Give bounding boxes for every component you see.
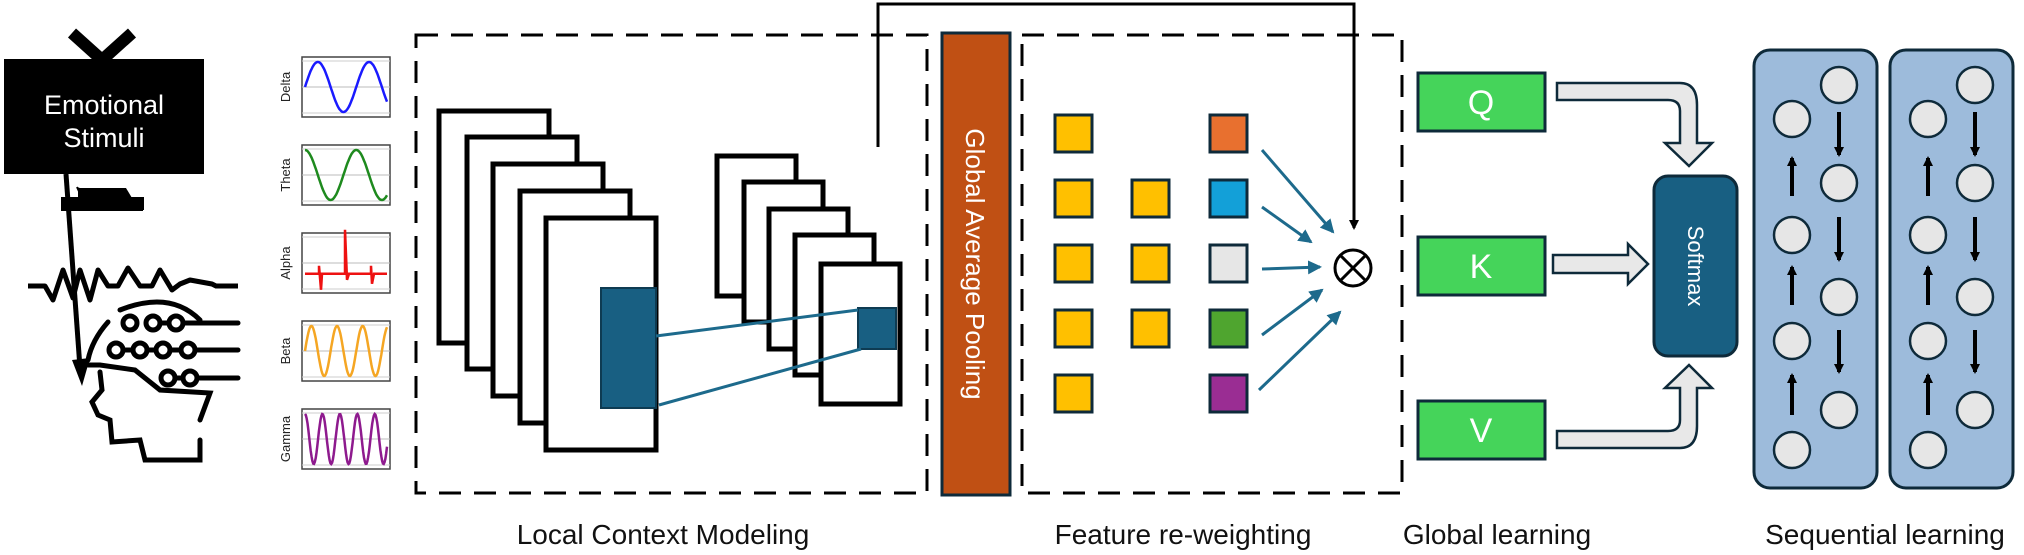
weight-square xyxy=(1208,113,1249,154)
sequence-node xyxy=(1955,163,1995,203)
eeg-waveform xyxy=(303,324,389,378)
block-q: Q xyxy=(1416,71,1547,133)
feature-square xyxy=(1053,308,1094,349)
sequence-node xyxy=(1908,215,1948,255)
stimulus-label-line2: Stimuli xyxy=(63,123,144,153)
sequence-node xyxy=(1955,390,1995,430)
eeg-waveform xyxy=(303,411,389,467)
eeg-band-label: Beta xyxy=(278,337,293,365)
block-label: Q xyxy=(1468,84,1494,122)
projection-line-bottom xyxy=(658,347,862,407)
block-label: K xyxy=(1470,248,1493,286)
eeg-waveform xyxy=(304,148,389,202)
eeg-band-delta: Delta xyxy=(278,56,391,118)
eeg-band-alpha: Alpha xyxy=(278,229,391,294)
sequence-node xyxy=(1772,321,1812,361)
eeg-waveform xyxy=(305,229,387,290)
sequence-node xyxy=(1908,321,1948,361)
eeg-band-beta: Beta xyxy=(278,320,391,382)
local-context-box xyxy=(414,33,929,495)
softmax-label: Softmax xyxy=(1683,226,1708,307)
sequence-node xyxy=(1772,99,1812,139)
feature-square xyxy=(1053,113,1094,154)
sequence-node xyxy=(1819,65,1859,105)
block-k: K xyxy=(1416,235,1547,297)
sequence-node xyxy=(1955,65,1995,105)
gap-label: Global Average Pooling xyxy=(960,128,990,399)
sequential-panels xyxy=(1752,48,2015,490)
projection-line-top xyxy=(655,308,859,338)
feature-square xyxy=(1053,178,1094,219)
stimulus-label-line1: Emotional xyxy=(44,90,164,120)
pooled-feature-square xyxy=(1130,243,1171,284)
receptive-field-small xyxy=(857,307,897,350)
qkv-blocks: Q K V xyxy=(1416,71,1547,461)
feature-square xyxy=(1053,243,1094,284)
stimulus-arrow xyxy=(63,173,83,369)
eeg-wave-icon xyxy=(28,265,238,303)
eeg-band-label: Alpha xyxy=(278,246,293,280)
sequence-node xyxy=(1772,430,1812,470)
skip-connection-arrow xyxy=(876,2,1359,230)
k-arrow xyxy=(1551,240,1650,288)
weight-square xyxy=(1208,178,1249,219)
block-label: V xyxy=(1470,412,1493,450)
sequence-node xyxy=(1908,99,1948,139)
feature-square xyxy=(1053,373,1094,414)
weight-square xyxy=(1208,373,1249,414)
weight-square xyxy=(1208,308,1249,349)
eeg-band-label: Delta xyxy=(278,71,293,102)
pooled-feature-square xyxy=(1130,178,1171,219)
lstm-panel-1 xyxy=(1752,48,1879,490)
tv-antenna-icon xyxy=(67,28,137,69)
sequence-node xyxy=(1819,163,1859,203)
sequence-node xyxy=(1819,390,1859,430)
conv-feature-maps-small xyxy=(714,153,903,407)
eeg-waveform xyxy=(303,60,389,114)
tv-screen xyxy=(4,59,204,174)
sequence-node xyxy=(1772,215,1812,255)
weight-square xyxy=(1208,243,1249,284)
sequence-node xyxy=(1819,277,1859,317)
sequence-node xyxy=(1955,277,1995,317)
v-arrow xyxy=(1555,363,1716,450)
global-average-pooling-bar xyxy=(940,31,1012,497)
section-label-local: Local Context Modeling xyxy=(517,519,810,550)
feature-reweighting-box xyxy=(1020,33,1404,495)
weight-arrows xyxy=(1257,149,1342,392)
sequence-node xyxy=(1908,430,1948,470)
section-label-sequential: Sequential learning xyxy=(1765,519,2005,550)
softmax-block xyxy=(1652,174,1739,358)
qkv-arrows xyxy=(1551,81,1716,450)
block-v: V xyxy=(1416,399,1547,461)
eeg-band-theta: Theta xyxy=(278,144,391,206)
eeg-band-label: Gamma xyxy=(278,415,293,462)
pooled-feature-square xyxy=(1130,308,1171,349)
lstm-panel-2 xyxy=(1888,48,2015,490)
section-label-feature: Feature re-weighting xyxy=(1055,519,1312,550)
eeg-band-gamma: Gamma xyxy=(278,408,391,470)
eeg-band-label: Theta xyxy=(278,158,293,192)
section-label-global: Global learning xyxy=(1403,519,1591,550)
brain-head-icon xyxy=(85,299,241,463)
feature-squares xyxy=(1053,113,1249,414)
q-arrow xyxy=(1555,81,1716,168)
stimulus-icon: Emotional Stimuli xyxy=(4,28,241,463)
receptive-field-large xyxy=(600,287,657,409)
